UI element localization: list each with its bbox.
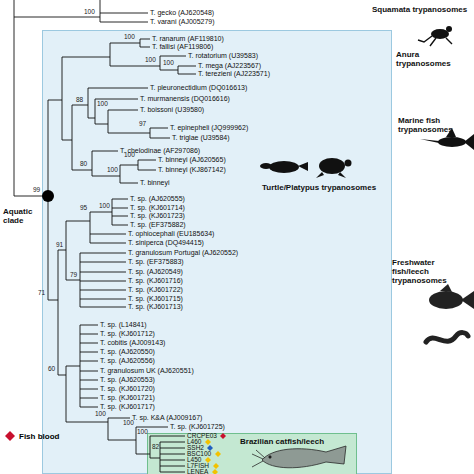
taxon-label: T. sp. (AJ620553) (100, 376, 155, 384)
legend-text: Fish blood (19, 432, 59, 441)
taxon-label: T. sp. (KJ601714) (130, 204, 185, 212)
group-heading: Aquatic clade (3, 207, 41, 225)
catfish-icon (252, 446, 346, 468)
taxon-label: T. gecko (AJ620548) (150, 9, 214, 17)
taxon-label: T. sp. (AJ620556) (100, 357, 155, 365)
bootstrap-value: 100 (95, 410, 106, 418)
taxon-label: T. triglae (U39584) (172, 134, 230, 142)
bootstrap-value: 100 (124, 151, 135, 159)
taxon-label: T. binneyi (KJ867142) (158, 166, 226, 174)
group-label: Turtle/Platypus trypanosomes (262, 183, 402, 192)
bootstrap-value: 91 (56, 241, 63, 249)
taxon-label: T. sp. (KJ601725) (170, 423, 225, 431)
taxon-label: T. sp. (KJ601723) (130, 212, 185, 220)
taxon-label: T. sp. (KJ601715) (128, 295, 183, 303)
taxon-label: T. ranarum (AF119810) (152, 35, 224, 43)
leech-marker (205, 439, 211, 445)
platypus-icon (260, 161, 308, 173)
bootstrap-value: 99 (33, 186, 40, 194)
taxon-label: T. sp. (KJ601717) (100, 403, 155, 411)
taxon-label: T. murmanensis (DQ016616) (140, 95, 230, 103)
bootstrap-value: 97 (139, 120, 146, 128)
group-heading: Brazilian catfish/leech (240, 437, 356, 446)
taxon-label: T. granulosum UK (AJ620551) (100, 367, 194, 375)
legend-swatch (4, 431, 16, 441)
taxon-label: T. sp. (EF375883) (128, 258, 184, 266)
bootstrap-value: 100 (97, 100, 108, 108)
leech-marker (212, 469, 218, 474)
frog-icon (418, 26, 452, 46)
taxon-label: T. sp. (AJ620555) (130, 195, 185, 203)
taxon-label: T. binneyi (140, 179, 170, 187)
group-label: Marine fish trypanosomes (398, 116, 468, 134)
taxon-label: T. siniperca (DQ494415) (128, 239, 204, 247)
bootstrap-value: 100 (124, 33, 135, 41)
taxon-label: T. sp. (KJ601712) (100, 330, 155, 338)
bootstrap-value: 88 (76, 96, 83, 104)
taxon-label: T. sp. (AJ620549) (128, 268, 183, 276)
bootstrap-value: 82 (152, 443, 159, 451)
taxon-label: T. pleuronectidium (DQ016613) (150, 84, 247, 92)
leech-icon (426, 333, 468, 342)
taxon-label: T. fallisi (AF119806) (152, 43, 213, 51)
taxon-label: T. granulosum Portugal (AJ620552) (128, 249, 238, 257)
taxon-label: T. sp. (KJ601722) (128, 286, 183, 294)
clade-dot (42, 190, 54, 202)
taxon-label: T. sp. (KJ601713) (128, 303, 183, 311)
bootstrap-value: 71 (38, 289, 45, 297)
taxon-label: T. epinepheli (JQ999962) (170, 124, 248, 132)
bootstrap-value: 100 (84, 8, 95, 16)
taxon-label: T. boissoni (U39580) (140, 106, 204, 114)
group-label: Anura trypanosomes (396, 50, 454, 68)
taxon-label: T. sp. (EF375882) (130, 221, 186, 229)
taxon-label: T. ophiocephali (EU185634) (128, 230, 214, 238)
fish-icon (429, 284, 474, 309)
fish-blood-marker (220, 433, 226, 439)
bootstrap-value: 79 (70, 271, 77, 279)
taxon-label: T. cobitis (AJ009143) (100, 339, 165, 347)
diamond-marker (5, 431, 15, 441)
leech-marker (215, 451, 221, 457)
legend-entry: Fish blood (4, 431, 59, 441)
bootstrap-value: 60 (48, 365, 55, 373)
taxon-label: T. sp. (KJ601721) (100, 394, 155, 402)
taxon-label: T. rotatorium (U39583) (188, 52, 258, 60)
bootstrap-value: 100 (163, 59, 174, 67)
taxon-label: T. sp. (KJ601720) (100, 385, 155, 393)
bootstrap-value: 100 (137, 428, 148, 436)
group-label: Freshwater fish/leech trypanosomes (392, 258, 472, 285)
turtle-icon (316, 158, 352, 178)
bootstrap-value: 100 (99, 202, 110, 210)
taxon-label: T. binneyi (AJ620565) (158, 156, 226, 164)
taxon-label: T. sp. (AJ620550) (100, 348, 155, 356)
taxon-label: T. sp. (KJ601716) (128, 277, 183, 285)
isolate-label: LENEA (187, 469, 208, 474)
taxon-label: T. mega (AJ223567) (198, 62, 261, 70)
bootstrap-value: 100 (107, 166, 118, 174)
group-label: Squamata trypanosomes (372, 5, 472, 14)
taxon-label: T. terezieni (AJ223571) (198, 70, 270, 78)
bootstrap-value: 80 (80, 160, 87, 168)
taxon-label: T. sp. K&A (AJ009167) (132, 414, 202, 422)
taxon-label: T. varani (AJ005279) (150, 18, 215, 26)
leech-marker (213, 463, 219, 469)
bootstrap-value: 95 (80, 204, 87, 212)
bootstrap-value: 100 (123, 419, 134, 427)
bootstrap-value: 100 (145, 56, 156, 64)
taxon-label: T. sp. (L14841) (100, 321, 147, 329)
